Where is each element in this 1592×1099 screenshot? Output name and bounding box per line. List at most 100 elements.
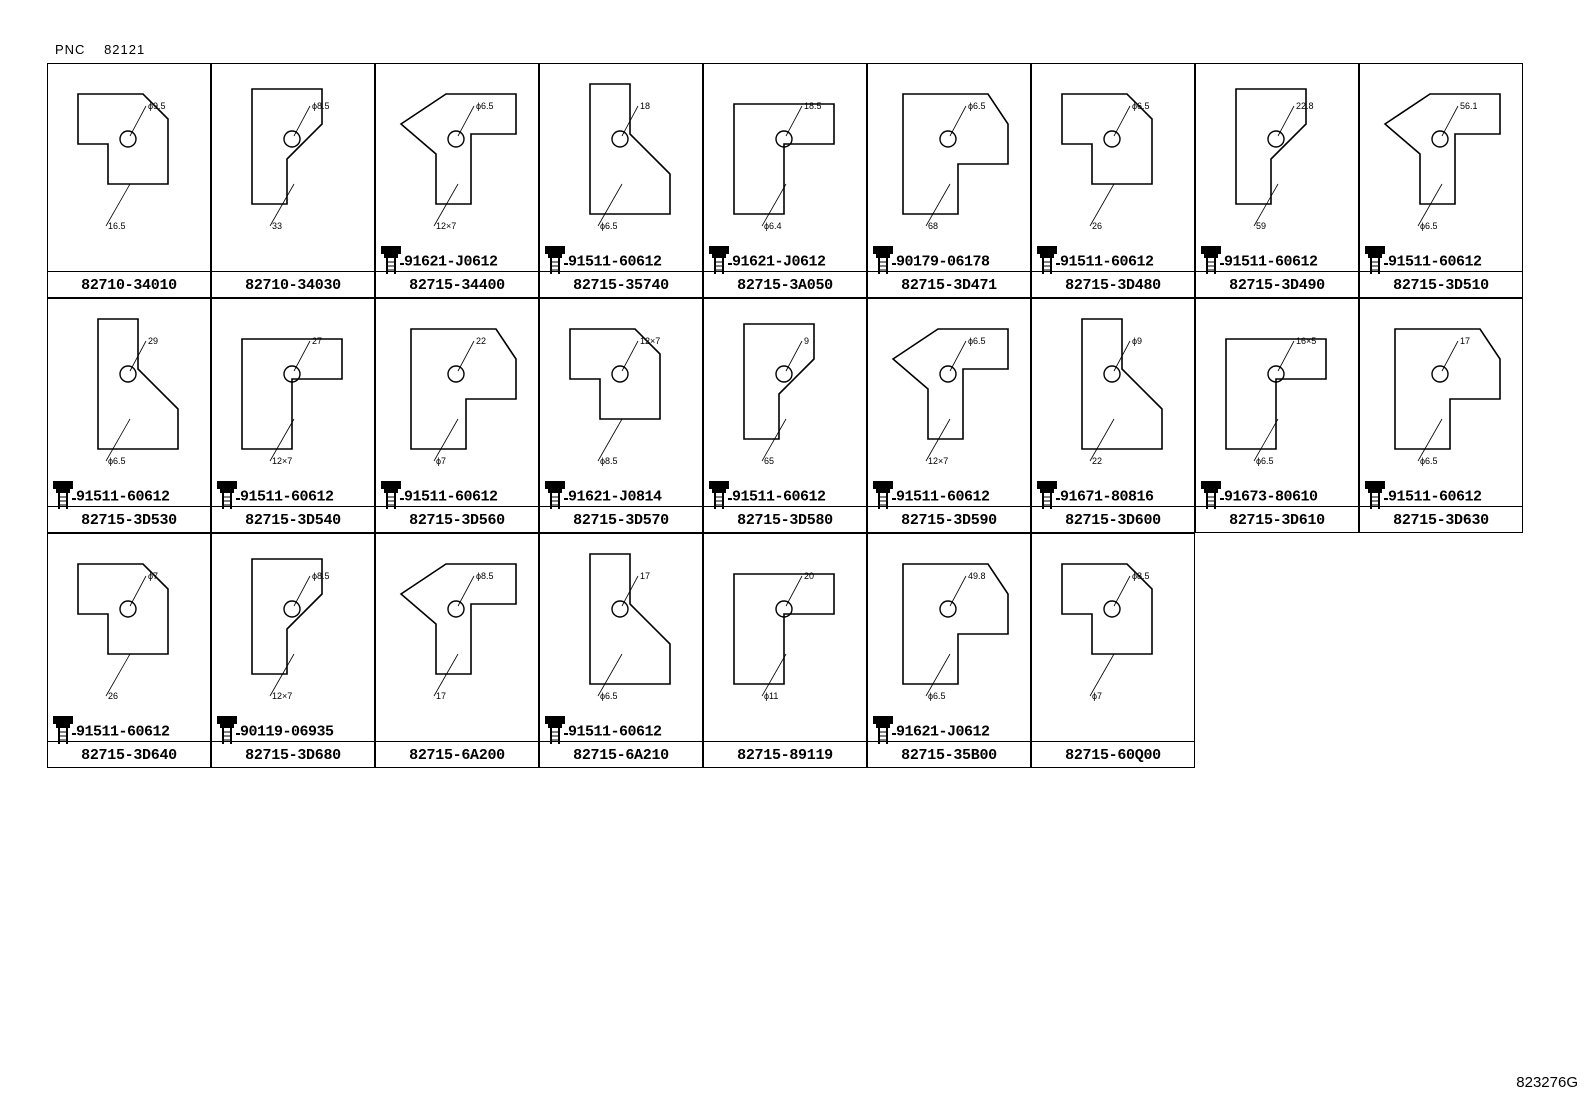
part-number[interactable]: 82715-6A200 <box>376 741 538 768</box>
part-number[interactable]: 82715-3D540 <box>212 506 374 533</box>
dimension-label: 12×7 <box>272 691 292 701</box>
part-number[interactable]: 82715-3A050 <box>704 271 866 298</box>
mounting-hole <box>939 130 957 148</box>
dimension-label: 29 <box>148 336 158 346</box>
leader-line <box>1113 340 1131 372</box>
dimension-label: 27 <box>312 336 322 346</box>
part-number[interactable]: 82715-3D610 <box>1196 506 1358 533</box>
bracket-sketch: 16×5ϕ6.5 <box>1225 336 1327 466</box>
leader-line <box>597 653 623 697</box>
part-number[interactable]: 82710-34030 <box>212 271 374 298</box>
part-number[interactable]: 82715-3D530 <box>48 506 210 533</box>
dimension-label: ϕ6.5 <box>1420 221 1438 231</box>
bracket-outline <box>902 563 1009 685</box>
bracket-outline <box>1225 338 1327 450</box>
leader-line <box>1089 418 1115 462</box>
dimension-label: 65 <box>764 456 774 466</box>
bracket-outline <box>1235 88 1307 205</box>
leader-line <box>1441 105 1459 137</box>
part-number[interactable]: 82715-6A210 <box>540 741 702 768</box>
bolt-number: 91621-J0612 <box>732 253 826 271</box>
mounting-hole <box>119 130 137 148</box>
bolt-number: 91511-60612 <box>896 488 990 506</box>
pnc-header: PNC 82121 <box>55 42 159 57</box>
dimension-label: 17 <box>1460 336 1470 346</box>
leader-line <box>761 653 787 697</box>
bolt-callout: 90119-06935 <box>214 714 374 749</box>
dimension-label: 17 <box>436 691 446 701</box>
bracket-outline <box>569 328 661 420</box>
bolt-number: 91511-60612 <box>76 488 170 506</box>
part-number[interactable]: 82715-3D570 <box>540 506 702 533</box>
part-number[interactable]: 82710-34010 <box>48 271 210 298</box>
mounting-hole <box>283 600 301 618</box>
dimension-label: ϕ6.5 <box>1420 456 1438 466</box>
dimension-label: 26 <box>108 691 118 701</box>
leader-line <box>621 575 639 607</box>
dimension-label: 16×5 <box>1296 336 1316 346</box>
dimension-label: 22 <box>1092 456 1102 466</box>
bracket-sketch: 56.1ϕ6.5 <box>1383 93 1501 231</box>
mounting-hole <box>611 600 629 618</box>
part-number[interactable]: 82715-3D600 <box>1032 506 1194 533</box>
dimension-label: ϕ11 <box>764 691 778 701</box>
part-number[interactable]: 82715-34400 <box>376 271 538 298</box>
bolt-callout: 91511-60612 <box>1198 244 1358 279</box>
part-number[interactable]: 82715-3D471 <box>868 271 1030 298</box>
mounting-hole <box>283 130 301 148</box>
part-number[interactable]: 82715-3D640 <box>48 741 210 768</box>
dimension-label: 18.5 <box>804 101 822 111</box>
leader-line <box>293 105 311 137</box>
part-number[interactable]: 82715-3D630 <box>1360 506 1522 533</box>
part-number[interactable]: 82715-35740 <box>540 271 702 298</box>
leader-line <box>293 575 311 607</box>
bolt-number: 91511-60612 <box>1224 253 1318 271</box>
leader-line <box>269 183 295 227</box>
part-number[interactable]: 82715-3D560 <box>376 506 538 533</box>
mounting-hole <box>1431 130 1449 148</box>
bracket-outline <box>589 553 671 685</box>
part-number[interactable]: 82715-3D510 <box>1360 271 1522 298</box>
dimension-label: ϕ6.4 <box>764 221 782 231</box>
leader-line <box>785 105 803 137</box>
bolt-callout: 91511-60612 <box>542 244 702 279</box>
leader-line <box>1417 418 1443 462</box>
leader-line <box>925 418 951 462</box>
part-number[interactable]: 82715-3D680 <box>212 741 374 768</box>
part-number[interactable]: 82715-60Q00 <box>1032 741 1194 768</box>
bolt-callout: 91511-60612 <box>50 714 210 749</box>
bolt-number: 91621-J0814 <box>568 488 662 506</box>
bracket-outline <box>241 338 343 450</box>
mounting-hole <box>1103 600 1121 618</box>
bracket-outline <box>743 323 815 440</box>
mounting-hole <box>119 365 137 383</box>
bracket-outline <box>902 93 1009 215</box>
mounting-hole <box>447 365 465 383</box>
dimension-label: 18 <box>640 101 650 111</box>
part-number[interactable]: 82715-3D480 <box>1032 271 1194 298</box>
dimension-label: ϕ6.5 <box>108 456 126 466</box>
part-number[interactable]: 82715-89119 <box>704 741 866 768</box>
bolt-number: 91621-J0612 <box>896 723 990 741</box>
part-number[interactable]: 82715-35B00 <box>868 741 1030 768</box>
part-number[interactable]: 82715-3D580 <box>704 506 866 533</box>
part-number[interactable]: 82715-3D490 <box>1196 271 1358 298</box>
mounting-hole <box>775 365 793 383</box>
bolt-callout: 91511-60612 <box>50 479 210 514</box>
part-number[interactable]: 82715-3D590 <box>868 506 1030 533</box>
